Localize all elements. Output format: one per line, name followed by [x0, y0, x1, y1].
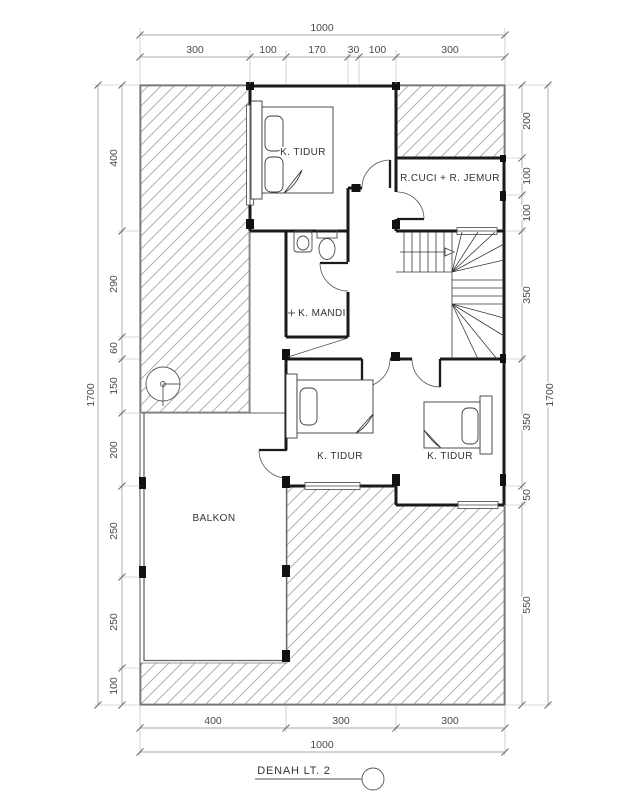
dim-tick-marks	[94, 31, 552, 756]
sink-basin-icon	[296, 235, 310, 251]
drawing-title: DENAH LT. 2	[257, 765, 330, 777]
door-swing-arcs	[258, 159, 441, 479]
bed-headboard	[479, 395, 493, 455]
dim-left-seg: 150	[108, 377, 120, 395]
room-label-bedroom-mid: K. TIDUR	[317, 451, 363, 462]
dim-bottom-seg: 400	[204, 715, 222, 727]
dim-left-total: 1700	[85, 383, 97, 407]
floor-drain-icon	[288, 309, 295, 317]
dim-left-seg: 100	[108, 677, 120, 695]
dim-top-seg: 100	[259, 44, 277, 56]
dim-left-seg: 60	[108, 342, 120, 354]
dim-bottom-seg: 300	[441, 715, 459, 727]
dim-top-seg: 30	[348, 44, 360, 56]
bed-pillow	[461, 407, 479, 445]
bed-blanket-fold	[423, 429, 442, 449]
dimension-lines	[94, 28, 552, 756]
dim-left-seg: 400	[108, 149, 120, 167]
staircase	[396, 231, 505, 360]
toilet-tank-icon	[316, 229, 338, 239]
dim-top-seg: 100	[369, 44, 387, 56]
shaft-diagonal	[287, 337, 349, 358]
roof-hatch-top-right	[396, 85, 505, 158]
room-label-bedroom-right: K. TIDUR	[427, 451, 473, 462]
dim-left-seg: 250	[108, 522, 120, 540]
bed-top-bedroom	[250, 100, 334, 200]
dim-left-seg: 250	[108, 613, 120, 631]
dim-bottom-total: 1000	[310, 739, 334, 751]
dim-lines	[97, 34, 549, 753]
room-label-bathroom: K. MANDI	[298, 308, 346, 319]
roof-hatch-top-left	[140, 85, 250, 413]
dim-right-seg: 100	[521, 167, 533, 185]
door-leaves	[259, 160, 442, 452]
bed-pillow	[264, 115, 284, 152]
dim-top-seg: 170	[308, 44, 326, 56]
dim-top-total: 1000	[310, 22, 334, 34]
extension-lines	[94, 28, 552, 756]
room-label-balcony: BALKON	[193, 513, 236, 524]
roof-hatch-areas	[140, 85, 505, 705]
dim-right-seg: 550	[521, 596, 533, 614]
bed-mid-bedroom	[285, 373, 374, 439]
dim-top-seg: 300	[186, 44, 204, 56]
dim-bottom-seg: 300	[332, 715, 350, 727]
bathroom-fixtures	[287, 229, 349, 358]
dim-top-seg: 300	[441, 44, 459, 56]
sink-icon	[293, 230, 313, 253]
dim-right-seg: 350	[521, 413, 533, 431]
column-markers	[139, 82, 506, 662]
dim-right-seg: 350	[521, 286, 533, 304]
dim-left-seg: 200	[108, 441, 120, 459]
bed-right-bedroom	[423, 395, 493, 455]
room-label-laundry: R.CUCI + R. JEMUR	[400, 173, 500, 184]
dim-right-total: 1700	[544, 383, 556, 407]
bed-blanket-fold	[355, 413, 374, 434]
title-block: DENAH LT. 2	[255, 765, 385, 791]
stair-direction-arrow	[444, 247, 455, 257]
dim-left-seg: 290	[108, 275, 120, 293]
toilet-bowl-icon	[318, 238, 336, 260]
room-label-bedroom-top: K. TIDUR	[280, 147, 326, 158]
roof-drain-icon	[145, 366, 181, 406]
bed-pillow	[264, 156, 284, 193]
bed-blanket-fold	[283, 169, 303, 194]
bed-pillow	[299, 387, 318, 426]
dim-right-seg: 50	[521, 489, 533, 501]
title-reference-circle-icon	[361, 767, 385, 791]
dim-right-seg: 200	[521, 112, 533, 130]
bed-headboard	[285, 373, 298, 439]
bed-headboard	[250, 100, 263, 200]
dim-right-seg: 100	[521, 204, 533, 222]
